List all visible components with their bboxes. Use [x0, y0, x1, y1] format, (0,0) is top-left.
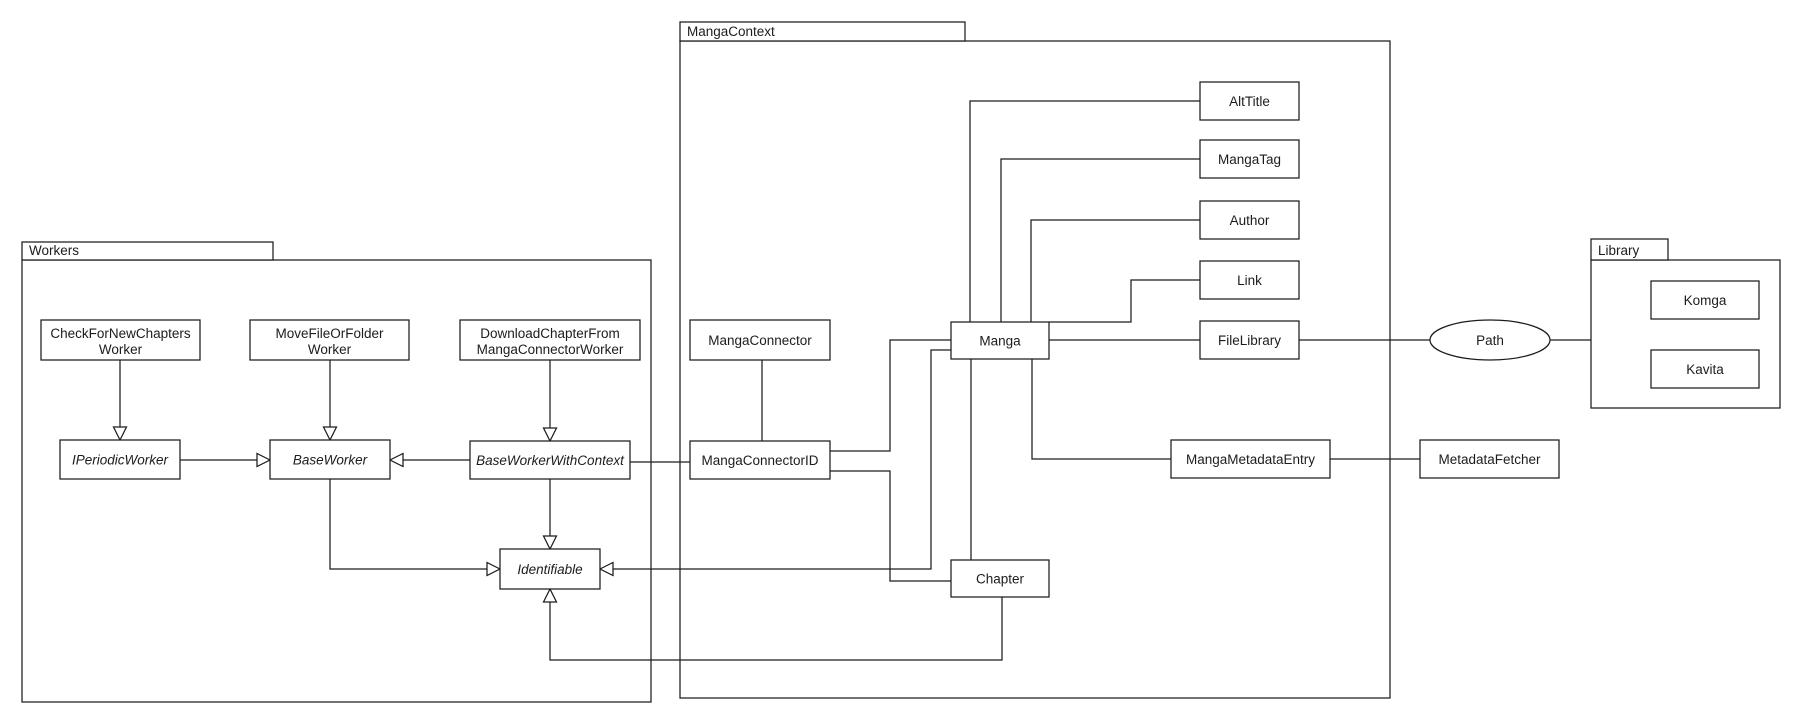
class-label: MangaMetadataEntry	[1186, 452, 1315, 467]
class-label: AltTitle	[1229, 94, 1270, 109]
edge-download-chapter-from-manga-connector-worker--base-worker-with-context	[542, 360, 558, 443]
class-label: MangaConnector	[708, 333, 812, 348]
class-border	[459, 319, 641, 361]
edge-line	[1049, 279, 1200, 323]
class-box-manga-metadata-entry: MangaMetadataEntry	[1170, 439, 1331, 479]
class-label: MetadataFetcher	[1438, 452, 1541, 467]
class-box-base-worker: BaseWorker	[269, 439, 391, 480]
class-box-file-library: FileLibrary	[1199, 320, 1300, 360]
package-label: MangaContext	[687, 24, 775, 39]
edge-line	[1031, 359, 1171, 460]
class-label: IPeriodicWorker	[72, 453, 169, 468]
class-label: Manga	[979, 334, 1021, 349]
class-box-chapter: Chapter	[950, 559, 1050, 598]
class-box-manga-tag: MangaTag	[1199, 139, 1300, 179]
edge-manga--identifiable	[598, 349, 951, 577]
class-border	[1650, 280, 1760, 320]
edge-manga--alt-title	[969, 100, 1200, 322]
class-box-author: Author	[1199, 200, 1300, 240]
class-border	[249, 319, 410, 361]
class-box-alt-title: AltTitle	[1199, 81, 1300, 121]
edge-line	[830, 339, 951, 452]
edge-base-worker-with-context--identifiable	[542, 479, 558, 551]
edge-check-for-new-chapters-worker--i-periodic-worker	[112, 360, 128, 442]
class-border	[1199, 81, 1300, 121]
class-border	[40, 319, 201, 361]
class-border	[1199, 139, 1300, 179]
class-box-link: Link	[1199, 260, 1300, 300]
package-label: Library	[1598, 243, 1640, 258]
class-label: Chapter	[976, 572, 1025, 587]
class-border	[689, 440, 831, 480]
ellipse-node-path: Path	[1429, 319, 1551, 361]
class-label: MangaConnectorID	[701, 453, 818, 468]
class-border	[1199, 200, 1300, 240]
class-border	[1199, 320, 1300, 360]
class-box-komga: Komga	[1650, 280, 1760, 320]
class-label: Link	[1237, 273, 1262, 288]
edge-chapter--identifiable	[542, 587, 1003, 661]
class-label: Author	[1230, 213, 1270, 228]
class-border	[950, 321, 1050, 360]
edge-manga--manga-tag	[1000, 158, 1200, 322]
edge-manga--link	[1049, 279, 1200, 323]
package-tab	[21, 241, 274, 261]
edge-manga--manga-metadata-entry	[1031, 359, 1171, 460]
edge-base-worker--identifiable	[329, 479, 502, 577]
edge-line	[1030, 219, 1200, 322]
package-tab	[679, 21, 966, 42]
class-box-manga-connector: MangaConnector	[689, 319, 831, 361]
class-label: FileLibrary	[1218, 333, 1281, 348]
class-label: BaseWorkerWithContext	[476, 453, 625, 468]
class-border	[269, 439, 391, 480]
edge-line	[969, 100, 1200, 322]
class-border	[499, 548, 601, 590]
edge-manga-connector-id--manga	[830, 339, 951, 452]
edge-line	[549, 597, 1003, 661]
class-border	[689, 319, 831, 361]
class-border	[1419, 439, 1560, 479]
class-box-manga-connector-id: MangaConnectorID	[689, 440, 831, 480]
edge-move-file-or-folder-worker--base-worker	[322, 360, 338, 442]
class-label: BaseWorker	[293, 453, 368, 468]
package-tab	[1590, 238, 1669, 261]
class-box-kavita: Kavita	[1650, 349, 1760, 389]
edge-line	[613, 349, 951, 570]
class-box-manga: Manga	[950, 321, 1050, 360]
ellipse-border	[1429, 319, 1551, 361]
class-label: MangaTag	[1218, 152, 1281, 167]
class-label: Komga	[1684, 293, 1727, 308]
edge-base-worker-with-context--base-worker	[388, 452, 470, 468]
edge-manga-connector-id--chapter	[830, 470, 951, 582]
edge-line	[329, 479, 487, 570]
package-label: Workers	[29, 243, 79, 258]
class-border	[1199, 260, 1300, 300]
ellipse-label: Path	[1476, 333, 1504, 348]
edge-line	[1000, 158, 1200, 322]
edge-manga--author	[1030, 219, 1200, 322]
class-border	[59, 439, 181, 480]
class-border	[1170, 439, 1331, 479]
class-border	[1650, 349, 1760, 389]
class-box-identifiable: Identifiable	[499, 548, 601, 590]
class-border	[469, 440, 631, 480]
class-box-base-worker-with-context: BaseWorkerWithContext	[469, 440, 631, 480]
class-box-metadata-fetcher: MetadataFetcher	[1419, 439, 1560, 479]
class-border	[950, 559, 1050, 598]
class-label: Kavita	[1686, 362, 1724, 377]
class-label: Identifiable	[517, 562, 582, 577]
edge-i-periodic-worker--base-worker	[180, 452, 272, 468]
edge-line	[830, 470, 951, 582]
class-box-i-periodic-worker: IPeriodicWorker	[59, 439, 181, 480]
